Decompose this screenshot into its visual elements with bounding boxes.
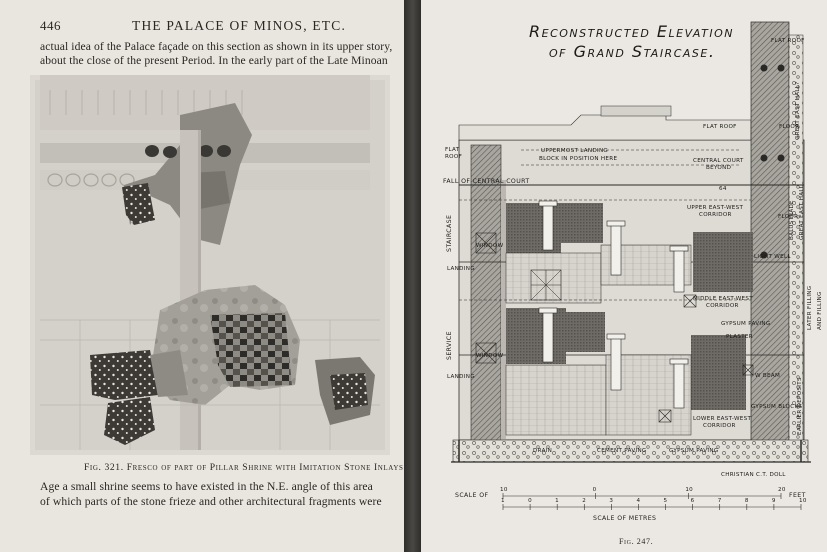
page-header: 446 THE PALACE OF MINOS, ETC. [40,18,385,34]
intro-line-1: actual idea of the Palace façade on this… [40,40,393,53]
plate-title-line-2: of Grand Staircase. [549,42,716,61]
label-upper-east-west: UPPER EAST-WEST [687,205,743,211]
scale-metre-tick-label: 1 [501,498,505,504]
scale-feet-tick-label: 20 [778,487,786,493]
label-window-lower: WINDOW [476,353,504,359]
running-head: THE PALACE OF MINOS, ETC. [132,18,347,33]
scale-feet-tick-label: 10 [685,487,693,493]
intro-line-2: about the close of the present Period. I… [40,54,388,67]
scale-metre-tick-label: 10 [799,498,807,504]
label-level-central-court: FALL OF CENTRAL COURT [443,178,530,185]
label-gypsum-paving-upper: GYPSUM PAVING [721,321,770,327]
label-block-in-position: BLOCK IN POSITION HERE [539,156,617,162]
body-line-1: Age a small shrine seems to have existed… [40,480,373,493]
label-flat-left: FLAT [445,147,460,153]
label-scale-of-metres: SCALE OF METRES [593,515,656,522]
label-plaster: PLASTER [726,334,753,340]
scale-metre-tick-label: 5 [664,498,668,504]
scale-metre-tick-label: 4 [636,498,640,504]
label-feet: FEET [789,492,806,499]
figure-label: Fig. 247. [619,537,654,546]
scale-feet-ticks: 10 0 10 20 [500,487,786,499]
label-window-upper: WINDOW [476,243,504,249]
scale-metre-tick-label: 6 [691,498,695,504]
label-gypsum-paving-lower: GYPSUM PAVING [669,448,718,454]
label-and-filling: AND FILLING [817,291,823,330]
label-w-beam: W BEAM [755,373,780,379]
label-flat-roof-top: FLAT ROOF [771,38,805,44]
label-service: SERVICE [446,331,453,360]
label-elevation-64: 64 [719,186,727,192]
label-floor-upper: FLOOR [779,124,799,130]
scale-metre-tick-label: 8 [745,498,749,504]
label-middle-east-west: MIDDLE EAST-WEST [693,296,753,302]
scale-metre-tick-label: 0 [528,498,532,504]
label-corridor-lower: CORRIDOR [703,423,736,429]
label-uppermost-landing: UPPERMOST LANDING [541,148,608,154]
label-cement-paving: CEMENT PAVING [597,448,647,454]
right-page: Reconstructed Elevation of Grand Stairca… [421,0,827,552]
label-corridor-middle: CORRIDOR [706,303,739,309]
plate-title-line-1: Reconstructed Elevation [529,22,734,41]
label-light-well: LIGHT WELL [754,254,791,260]
label-great-east-hall-upper: GREAT EAST HALL? [795,82,801,140]
label-scale-of: SCALE OF [455,492,488,499]
left-page: 446 THE PALACE OF MINOS, ETC. actual ide… [0,0,404,552]
label-staircase: STAIRCASE [446,215,453,252]
label-roof-left: ROOF [445,154,462,160]
figure-caption: Fig. 321. Fresco of part of Pillar Shrin… [84,462,404,473]
label-landing-upper: LANDING [447,266,475,272]
scale-feet-tick-label: 10 [500,487,508,493]
label-floor-lower: FLOOR [778,214,798,220]
label-author: CHRISTIAN C.T. DOLL [721,472,786,478]
label-landing-lower: LANDING [447,374,475,380]
scale-feet-tick-label: 0 [593,487,597,493]
book-gutter [404,0,421,552]
label-earlier-deposits: EARLIER DEPOSITS [797,377,803,435]
scale-metre-tick-label: 2 [582,498,586,504]
label-gypsum-blocks: GYPSUM BLOCKS [751,404,802,410]
label-later-filling: LATER FILLING [807,286,813,330]
label-central-court: CENTRAL COURT [693,158,744,164]
scale-metre-tick-label: 1 [555,498,559,504]
label-flat-roof-mid: FLAT ROOF [703,124,737,130]
label-beyond: BEYOND [706,165,731,171]
label-balustrade: BALUSTRADE [789,200,795,240]
scale-metre-tick-label: 7 [718,498,722,504]
staircase-elevation-drawing: FLAT ROOF GREAT EAST HALL? FLOOR FLAT RO… [443,21,823,522]
label-corridor-upper: CORRIDOR [699,212,732,218]
label-drain: DRAIN [533,448,552,454]
scale-metre-tick-label: 9 [772,498,776,504]
page-number: 446 [40,18,61,33]
body-line-2: of which parts of the stone frieze and o… [40,495,382,508]
scale-metre-tick-label: 3 [609,498,613,504]
label-lower-east-west: LOWER EAST-WEST [693,416,751,422]
fresco-figure [30,75,390,455]
label-great-east-hall-lower: GREAT EAST HALL [799,184,805,240]
